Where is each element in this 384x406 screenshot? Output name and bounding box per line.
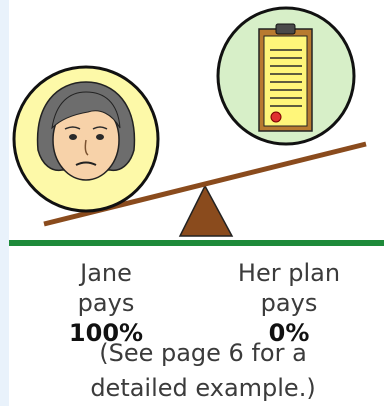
ground-line — [9, 240, 384, 246]
jane-name-text: Jane — [80, 259, 132, 287]
page-reference-note: (See page 6 for a detailed example.) — [30, 336, 376, 406]
jane-percent-text: 100% — [68, 319, 144, 347]
plan-pays-text: pays — [260, 289, 318, 317]
note-line-1: (See page 6 for a — [99, 339, 307, 367]
plan-payment-label: Her plan pays 0% — [224, 258, 354, 348]
plan-percent-text: 0% — [268, 319, 310, 347]
note-line-2: detailed example.) — [90, 374, 316, 402]
plan-name-text: Her plan — [237, 259, 341, 287]
clipboard-plan-icon — [216, 6, 356, 146]
fulcrum-triangle — [178, 184, 234, 237]
jane-payment-label: Jane pays 100% — [44, 258, 168, 348]
left-margin-strip — [0, 0, 9, 406]
jane-avatar-icon — [12, 65, 160, 213]
jane-pays-text: pays — [77, 289, 135, 317]
